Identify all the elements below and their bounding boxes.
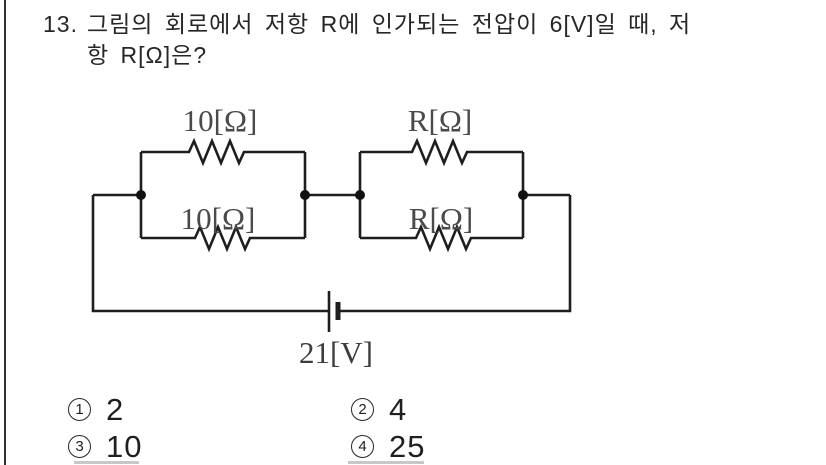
answer-choice-3: 3 10 bbox=[68, 431, 142, 462]
label-resistor-right-bottom: R[Ω] bbox=[409, 201, 473, 236]
resistor-left-top bbox=[141, 137, 305, 167]
answer-choice-2: 2 4 bbox=[351, 394, 407, 425]
resistor-right-top bbox=[360, 137, 523, 167]
resistor-left-bottom bbox=[141, 223, 305, 253]
label-resistor-left-bottom: 10[Ω] bbox=[181, 201, 256, 236]
choice-4-circle-marker: 4 bbox=[351, 435, 374, 458]
choice-3-value: 10 bbox=[106, 429, 143, 464]
question-text-line1: 그림의 회로에서 저항 R에 인가되는 전압이 6[V]일 때, 저 bbox=[86, 11, 692, 37]
answer-choice-4: 4 25 bbox=[351, 431, 425, 462]
question-text: 그림의 회로에서 저항 R에 인가되는 전압이 6[V]일 때, 저 항 R[Ω… bbox=[87, 9, 691, 71]
circuit-wires bbox=[91, 137, 572, 313]
battery-icon bbox=[327, 291, 341, 332]
column-border-line bbox=[4, 0, 6, 465]
question-block: 13. 그림의 회로에서 저항 R에 인가되는 전압이 6[V]일 때, 저 항… bbox=[43, 9, 691, 71]
choice-2-circle-marker: 2 bbox=[351, 398, 374, 421]
question-number: 13. bbox=[43, 11, 78, 37]
scan-cutoff-artifact bbox=[74, 461, 139, 464]
answer-choice-1: 1 2 bbox=[68, 394, 124, 425]
label-battery-voltage: 21[V] bbox=[299, 335, 373, 370]
resistor-right-bottom bbox=[360, 223, 523, 253]
choice-4-value: 25 bbox=[389, 429, 426, 464]
choice-1-circle-marker: 1 bbox=[68, 398, 91, 421]
choice-2-value: 4 bbox=[389, 392, 408, 427]
label-resistor-right-top: R[Ω] bbox=[408, 103, 472, 138]
scan-cutoff-artifact bbox=[348, 461, 424, 464]
choice-1-value: 2 bbox=[106, 392, 125, 427]
question-text-line2: 항 R[Ω]은? bbox=[86, 42, 208, 68]
choice-3-circle-marker: 3 bbox=[68, 435, 91, 458]
junction-nodes bbox=[136, 190, 528, 200]
label-resistor-left-top: 10[Ω] bbox=[183, 103, 258, 138]
